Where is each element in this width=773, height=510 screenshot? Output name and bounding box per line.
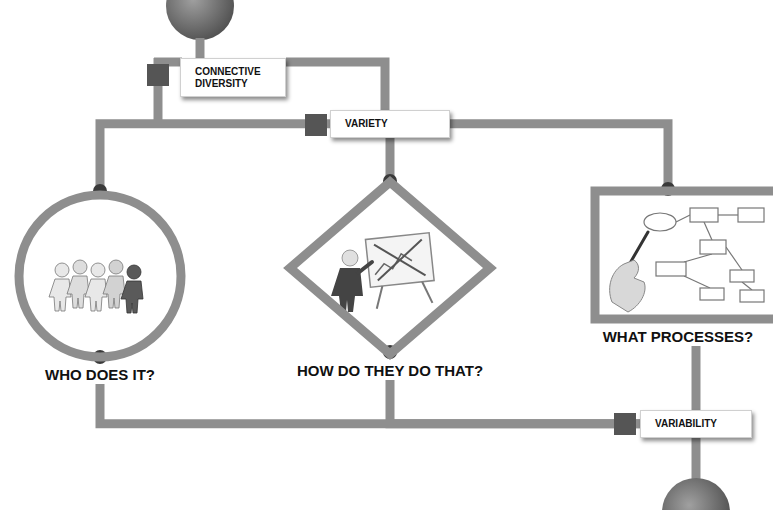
person-figure bbox=[67, 260, 89, 308]
chart-box bbox=[656, 262, 686, 276]
start-terminal bbox=[166, 0, 234, 40]
person-figure bbox=[49, 263, 71, 311]
caption-block: WHAT PROCESSES? bbox=[590, 328, 766, 346]
flow-connector bbox=[100, 384, 640, 424]
chart-box bbox=[700, 288, 724, 300]
junction-square bbox=[305, 114, 327, 136]
box-label: VARIABILITY bbox=[655, 418, 743, 430]
chart-box bbox=[730, 270, 754, 282]
people-illustration bbox=[49, 260, 143, 313]
junction-square bbox=[614, 413, 636, 435]
circle-outline bbox=[12, 190, 188, 362]
rect-border bbox=[595, 191, 773, 319]
chart-box bbox=[740, 290, 764, 302]
flow-line bbox=[692, 430, 701, 482]
chart-line bbox=[726, 247, 742, 270]
shape-caption: WHO DOES IT? bbox=[12, 366, 188, 384]
chart-line bbox=[742, 282, 752, 290]
hand-illustration bbox=[610, 232, 648, 312]
flow-line bbox=[196, 38, 205, 60]
flow-connector bbox=[100, 124, 330, 190]
easel-leg bbox=[422, 281, 432, 304]
caption-block: WHO DOES IT? bbox=[12, 366, 188, 384]
circle-node: WHO DOES IT? bbox=[12, 190, 188, 384]
flow-connector bbox=[386, 138, 395, 179]
circle-border bbox=[19, 195, 181, 357]
decision-diamond: HOW DO THEY DO THAT? bbox=[285, 178, 495, 380]
end-terminal bbox=[662, 478, 730, 510]
board-panel bbox=[365, 233, 434, 287]
flow-connector bbox=[692, 346, 701, 410]
shape-caption: WHAT PROCESSES? bbox=[590, 328, 766, 346]
person-figure bbox=[103, 260, 125, 308]
chart-line bbox=[704, 222, 712, 240]
board-cross bbox=[374, 240, 426, 281]
presenter-head bbox=[342, 250, 358, 266]
flow-connector bbox=[450, 124, 668, 188]
person-figure bbox=[85, 263, 107, 311]
caption-block: HOW DO THEY DO THAT? bbox=[285, 362, 495, 380]
diamond-border bbox=[290, 182, 490, 354]
presenter-arm bbox=[358, 262, 372, 273]
chart-box bbox=[700, 240, 726, 254]
flow-connector bbox=[286, 62, 385, 110]
hand bbox=[610, 260, 645, 312]
chart-line bbox=[718, 214, 738, 215]
box-label: VARIETY bbox=[345, 118, 441, 130]
diamond-outline bbox=[285, 178, 495, 358]
shape-caption: HOW DO THEY DO THAT? bbox=[285, 362, 495, 380]
process-box: WHAT PROCESSES? bbox=[590, 186, 773, 346]
connector-group bbox=[100, 62, 696, 424]
easel-leg bbox=[374, 286, 384, 309]
flowchart-illustration bbox=[644, 208, 764, 302]
connector-label-box: CONNECTIVE DIVERSITY bbox=[180, 58, 286, 97]
chart-ellipse bbox=[644, 213, 676, 231]
chart-line bbox=[684, 254, 712, 262]
chart-line bbox=[684, 276, 710, 288]
chart-line bbox=[676, 215, 690, 222]
presenter-illustration bbox=[331, 233, 436, 312]
chart-box bbox=[690, 208, 718, 222]
person-figure bbox=[121, 265, 143, 313]
connector-label-box: VARIABILITY bbox=[640, 410, 752, 438]
rect-outline bbox=[590, 186, 773, 324]
chart-box bbox=[738, 208, 764, 222]
junction-square bbox=[147, 64, 169, 86]
flow-connector bbox=[390, 380, 640, 424]
connector-label-box: VARIETY bbox=[330, 110, 450, 138]
box-label: CONNECTIVE DIVERSITY bbox=[195, 66, 277, 89]
board-cross bbox=[374, 240, 426, 281]
board bbox=[365, 233, 436, 309]
